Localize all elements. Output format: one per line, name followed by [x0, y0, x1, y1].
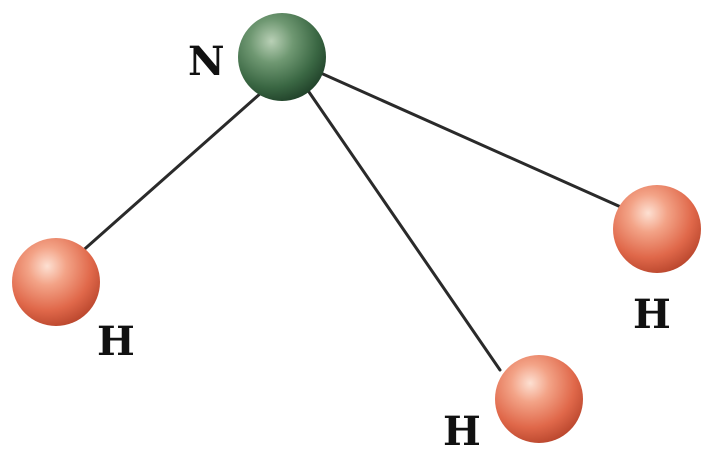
hydrogen-left-sphere: [12, 238, 100, 326]
hydrogen-right-sphere: [613, 185, 701, 273]
hydrogen-right-label: H: [633, 291, 671, 338]
bond-n-h3: [303, 64, 634, 214]
hydrogen-left-label: H: [97, 318, 135, 365]
nitrogen-label: N: [188, 38, 225, 85]
atom-hydrogen-bottom: H: [443, 355, 583, 450]
nitrogen-sphere: [238, 13, 326, 101]
atom-nitrogen: N: [188, 13, 326, 101]
hydrogen-bottom-sphere: [495, 355, 583, 443]
atom-hydrogen-right: H: [613, 185, 701, 338]
hydrogen-bottom-label: H: [443, 408, 481, 450]
atom-hydrogen-left: H: [12, 238, 135, 365]
bond-n-h1: [68, 83, 272, 264]
bond-n-h2: [296, 74, 502, 372]
